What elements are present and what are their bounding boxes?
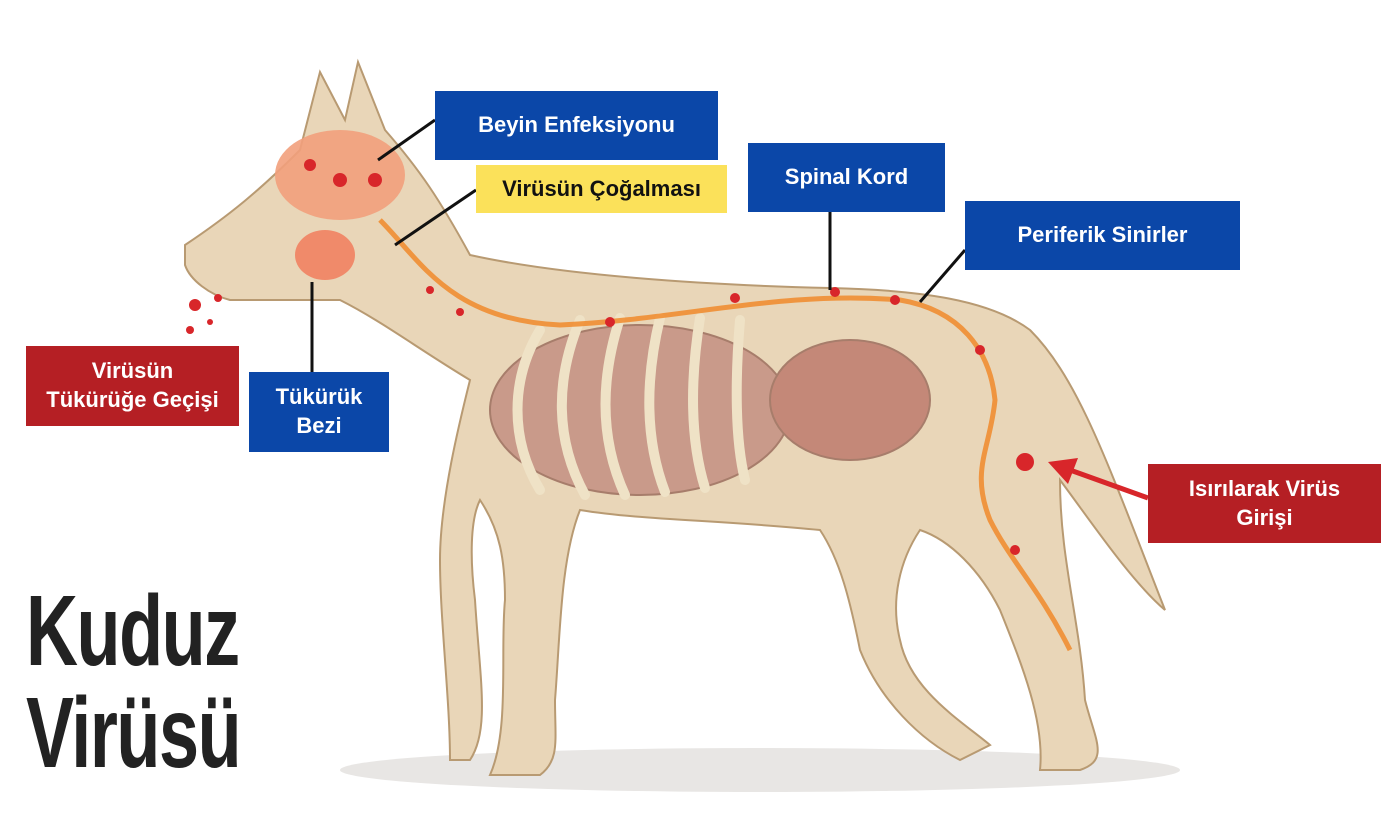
diagram-title: Kuduz Virüsü (26, 575, 242, 789)
label-virus-replication: Virüsün Çoğalması (476, 165, 727, 213)
label-salivary-gland: Tükürük Bezi (249, 372, 389, 452)
label-spinal-cord: Spinal Kord (748, 143, 945, 212)
label-saliva-transfer: Virüsün Tükürüğe Geçişi (26, 346, 239, 426)
spinal-nerve-path (378, 218, 1073, 652)
label-brain-infection: Beyin Enfeksiyonu (435, 91, 718, 160)
title-line-2: Virüsü (26, 677, 242, 789)
label-peripheral-nerves: Periferik Sinirler (965, 201, 1240, 270)
ribs (512, 313, 750, 500)
title-line-1: Kuduz (26, 575, 240, 687)
label-bite-entry: Isırılarak Virüs Girişi (1148, 464, 1381, 543)
bite-arrow (1048, 458, 1149, 501)
virus-particles (186, 159, 1034, 555)
leader-lines (310, 118, 967, 372)
